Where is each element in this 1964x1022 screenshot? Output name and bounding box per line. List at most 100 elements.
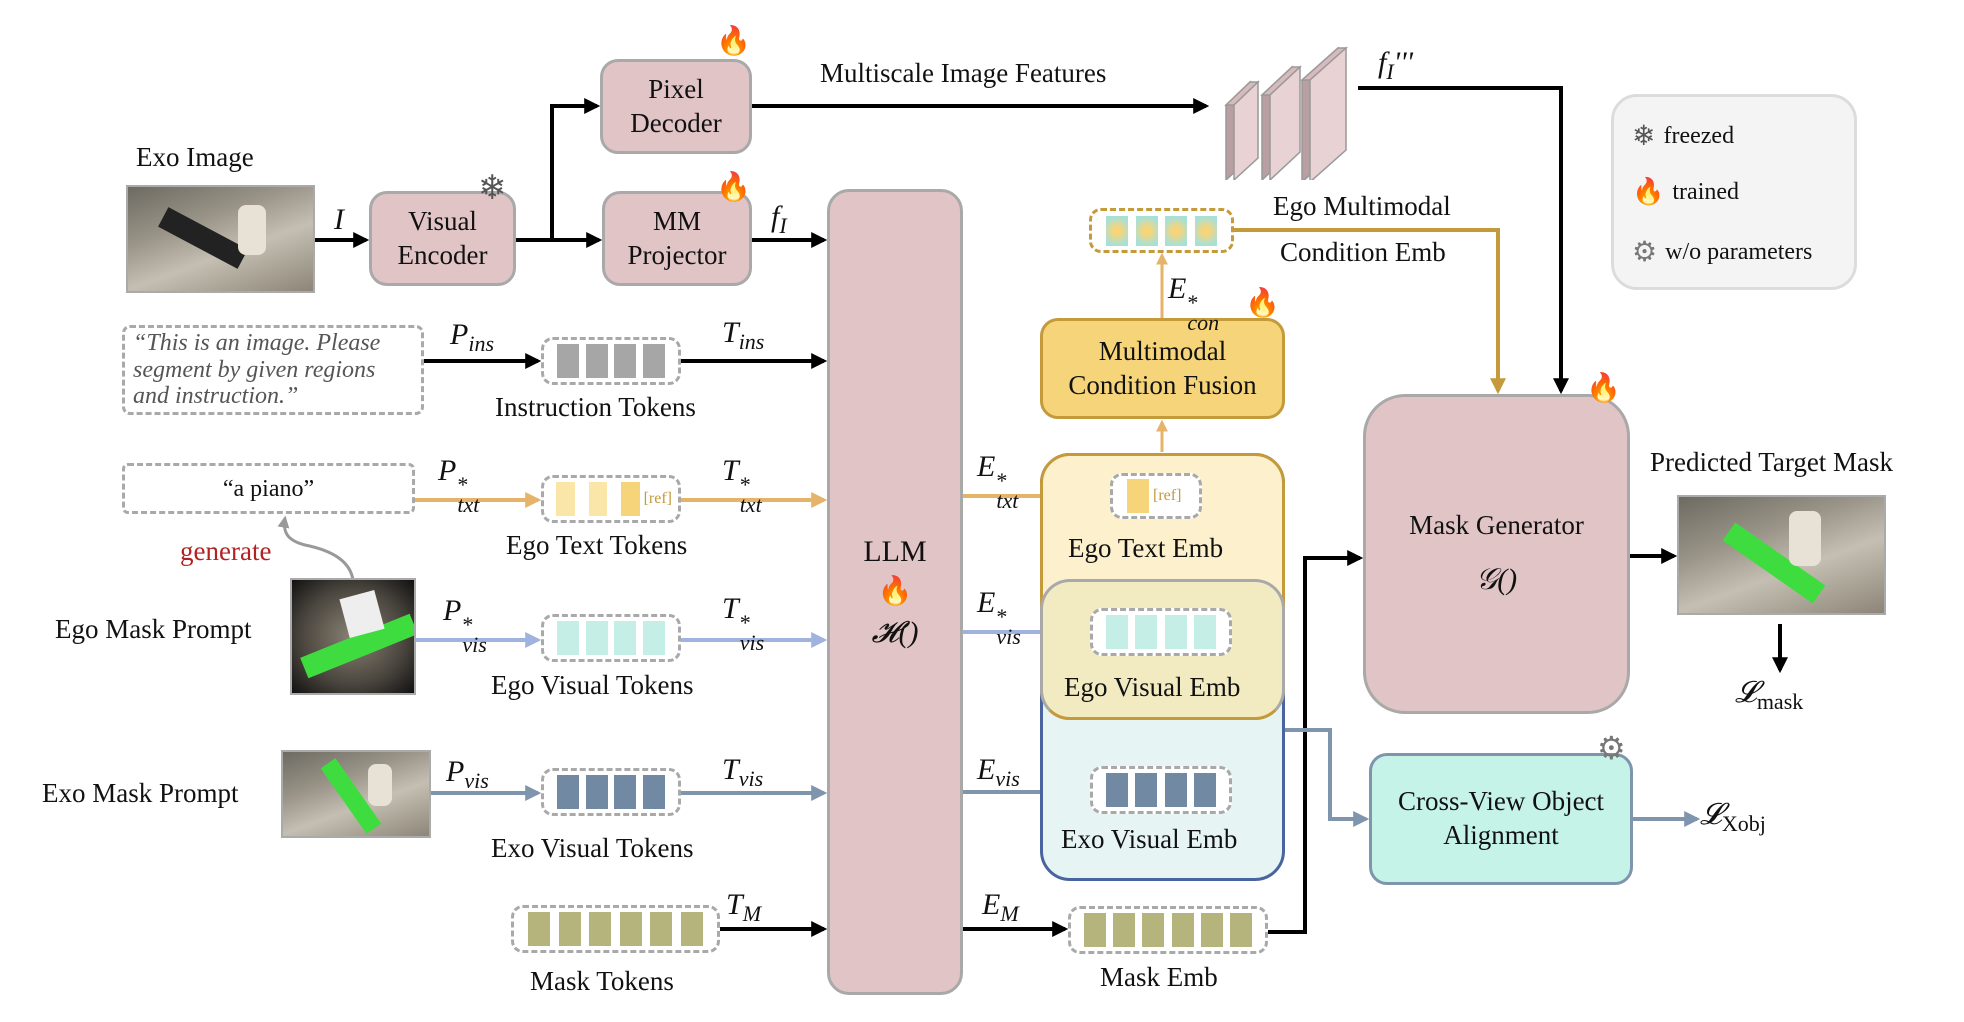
symbol-e-vis: Evis (977, 753, 1020, 791)
ego-condition-emb-tokens (1089, 208, 1234, 253)
ego-visual-emb-token (1135, 615, 1158, 649)
mask-generator-label: Mask Generator (1409, 510, 1584, 541)
legend-freezed-label: freezed (1663, 122, 1735, 149)
llm-module: LLM 🔥 𝓗() (827, 189, 963, 995)
ego-text-tokens-label: Ego Text Tokens (506, 530, 688, 560)
ego-visual-tokens-label: Ego Visual Tokens (491, 670, 694, 700)
ref-token (621, 482, 640, 516)
person-shape (238, 205, 266, 255)
mm-projector-module: MM Projector (602, 191, 752, 286)
mask-emb-label: Mask Emb (1100, 962, 1218, 992)
exo-mask-prompt-label: Exo Mask Prompt (42, 778, 239, 808)
fire-icon: 🔥 (1586, 373, 1621, 404)
instruction-tokens-label: Instruction Tokens (495, 392, 696, 422)
mask-emb-token (1171, 913, 1194, 947)
exo-visual-emb-token (1135, 773, 1158, 807)
ego-visual-emb-label: Ego Visual Emb (1064, 672, 1241, 702)
ref-emb-token (1127, 479, 1149, 513)
xobj-loss: 𝓛Xobj (1700, 798, 1766, 836)
mask-emb-tokens (1068, 906, 1268, 954)
mask-emb-token (1084, 913, 1107, 947)
exo-visual-token (585, 775, 608, 809)
person-shape (368, 764, 392, 806)
arrow-features-to-mask-generator (1358, 86, 1569, 395)
exo-visual-token (643, 775, 666, 809)
symbol-t-m: TM (726, 888, 762, 926)
ref-token-label: [ref] (643, 490, 673, 507)
symbol-p-ins: Pins (450, 318, 495, 356)
ego-text-prompt-box: “a piano” (122, 463, 415, 514)
predicted-mask-photo (1677, 495, 1886, 615)
arrow-encoder-to-pixel-decoder (516, 98, 601, 242)
mask-token (558, 912, 581, 946)
symbol-e-con-star: E*con (1168, 272, 1220, 335)
arrow-cond-to-generator (1234, 228, 1506, 395)
fire-icon: 🔥 (877, 576, 913, 607)
mask-loss: 𝓛mask (1735, 676, 1804, 714)
ego-text-emb-label: Ego Text Emb (1068, 533, 1224, 563)
instruction-token (556, 344, 579, 378)
snowflake-icon: ❄ (1632, 121, 1656, 152)
mcf-label: Multimodal Condition Fusion (1068, 335, 1257, 400)
ego-text-tokens: [ref] (541, 475, 681, 523)
exo-visual-tokens (541, 768, 681, 816)
mask-tokens-label: Mask Tokens (530, 966, 674, 996)
predicted-mask-label: Predicted Target Mask (1650, 447, 1894, 477)
gear-icon: ⚙ (1597, 730, 1626, 766)
symbol-I: I (334, 203, 344, 236)
ego-text-token (556, 482, 575, 516)
mask-generator-module: Mask Generator 𝒢() (1363, 394, 1630, 714)
mask-token (650, 912, 673, 946)
fire-icon: 🔥 (716, 26, 751, 57)
visual-encoder-label: Visual Encoder (397, 205, 488, 270)
exo-visual-emb-tokens (1090, 766, 1232, 814)
exo-image-label: Exo Image (136, 142, 254, 172)
instruction-prompt-text: “This is an image. Please segment by giv… (133, 329, 381, 410)
instruction-token (643, 344, 666, 378)
pixel-decoder-label: Pixel Decoder (630, 73, 722, 138)
exo-visual-token (614, 775, 637, 809)
mask-generator-function: 𝒢() (1475, 563, 1518, 597)
exo-mask-prompt-photo (281, 750, 431, 838)
fire-icon: 🔥 (1245, 288, 1280, 319)
legend-item-trained: 🔥 trained (1632, 177, 1739, 207)
ego-visual-token (556, 621, 579, 655)
ego-visual-emb-token (1193, 615, 1216, 649)
symbol-e-m: EM (982, 888, 1019, 926)
cross-view-label: Cross-View Object Alignment (1397, 786, 1605, 850)
ego-text-token (588, 482, 608, 516)
mask-token (680, 912, 703, 946)
exo-visual-tokens-label: Exo Visual Tokens (491, 833, 694, 863)
ego-visual-token (643, 621, 666, 655)
ego-condition-emb-label-1: Ego Multimodal (1273, 191, 1451, 221)
symbol-p-vis-star: P*vis (443, 594, 487, 657)
symbol-t-ins: Tins (722, 316, 765, 354)
mask-emb-token (1113, 913, 1136, 947)
ego-visual-emb-container (1040, 579, 1285, 720)
condition-emb-token (1135, 215, 1158, 246)
symbol-t-vis: Tvis (722, 753, 764, 791)
symbol-f-I: fI (771, 200, 787, 238)
legend-panel: ❄ freezed 🔥 trained ⚙ w/o parameters (1611, 94, 1857, 290)
arrow-emb-to-cross-view (1285, 728, 1370, 827)
legend-trained-label: trained (1672, 178, 1740, 205)
multiscale-feature-maps (1224, 46, 1348, 180)
ego-condition-emb-label-2: Condition Emb (1280, 237, 1446, 267)
exo-visual-token (556, 775, 579, 809)
legend-item-wo-parameters: ⚙ w/o parameters (1632, 235, 1812, 269)
symbol-p-vis: Pvis (446, 755, 489, 793)
feature-slab-large (1300, 46, 1348, 180)
llm-label: LLM (863, 534, 927, 568)
ego-text-emb-tokens: [ref] (1110, 473, 1202, 519)
mask-emb-token (1229, 913, 1252, 947)
condition-emb-token (1105, 215, 1128, 246)
exo-visual-emb-token (1164, 773, 1187, 807)
ego-visual-emb-token (1164, 615, 1187, 649)
instruction-prompt-box: “This is an image. Please segment by giv… (122, 325, 424, 415)
legend-item-freezed: ❄ freezed (1632, 119, 1734, 153)
mask-emb-token (1142, 913, 1165, 947)
ego-visual-emb-token (1106, 615, 1129, 649)
ego-visual-token (585, 621, 608, 655)
mask-token (589, 912, 612, 946)
